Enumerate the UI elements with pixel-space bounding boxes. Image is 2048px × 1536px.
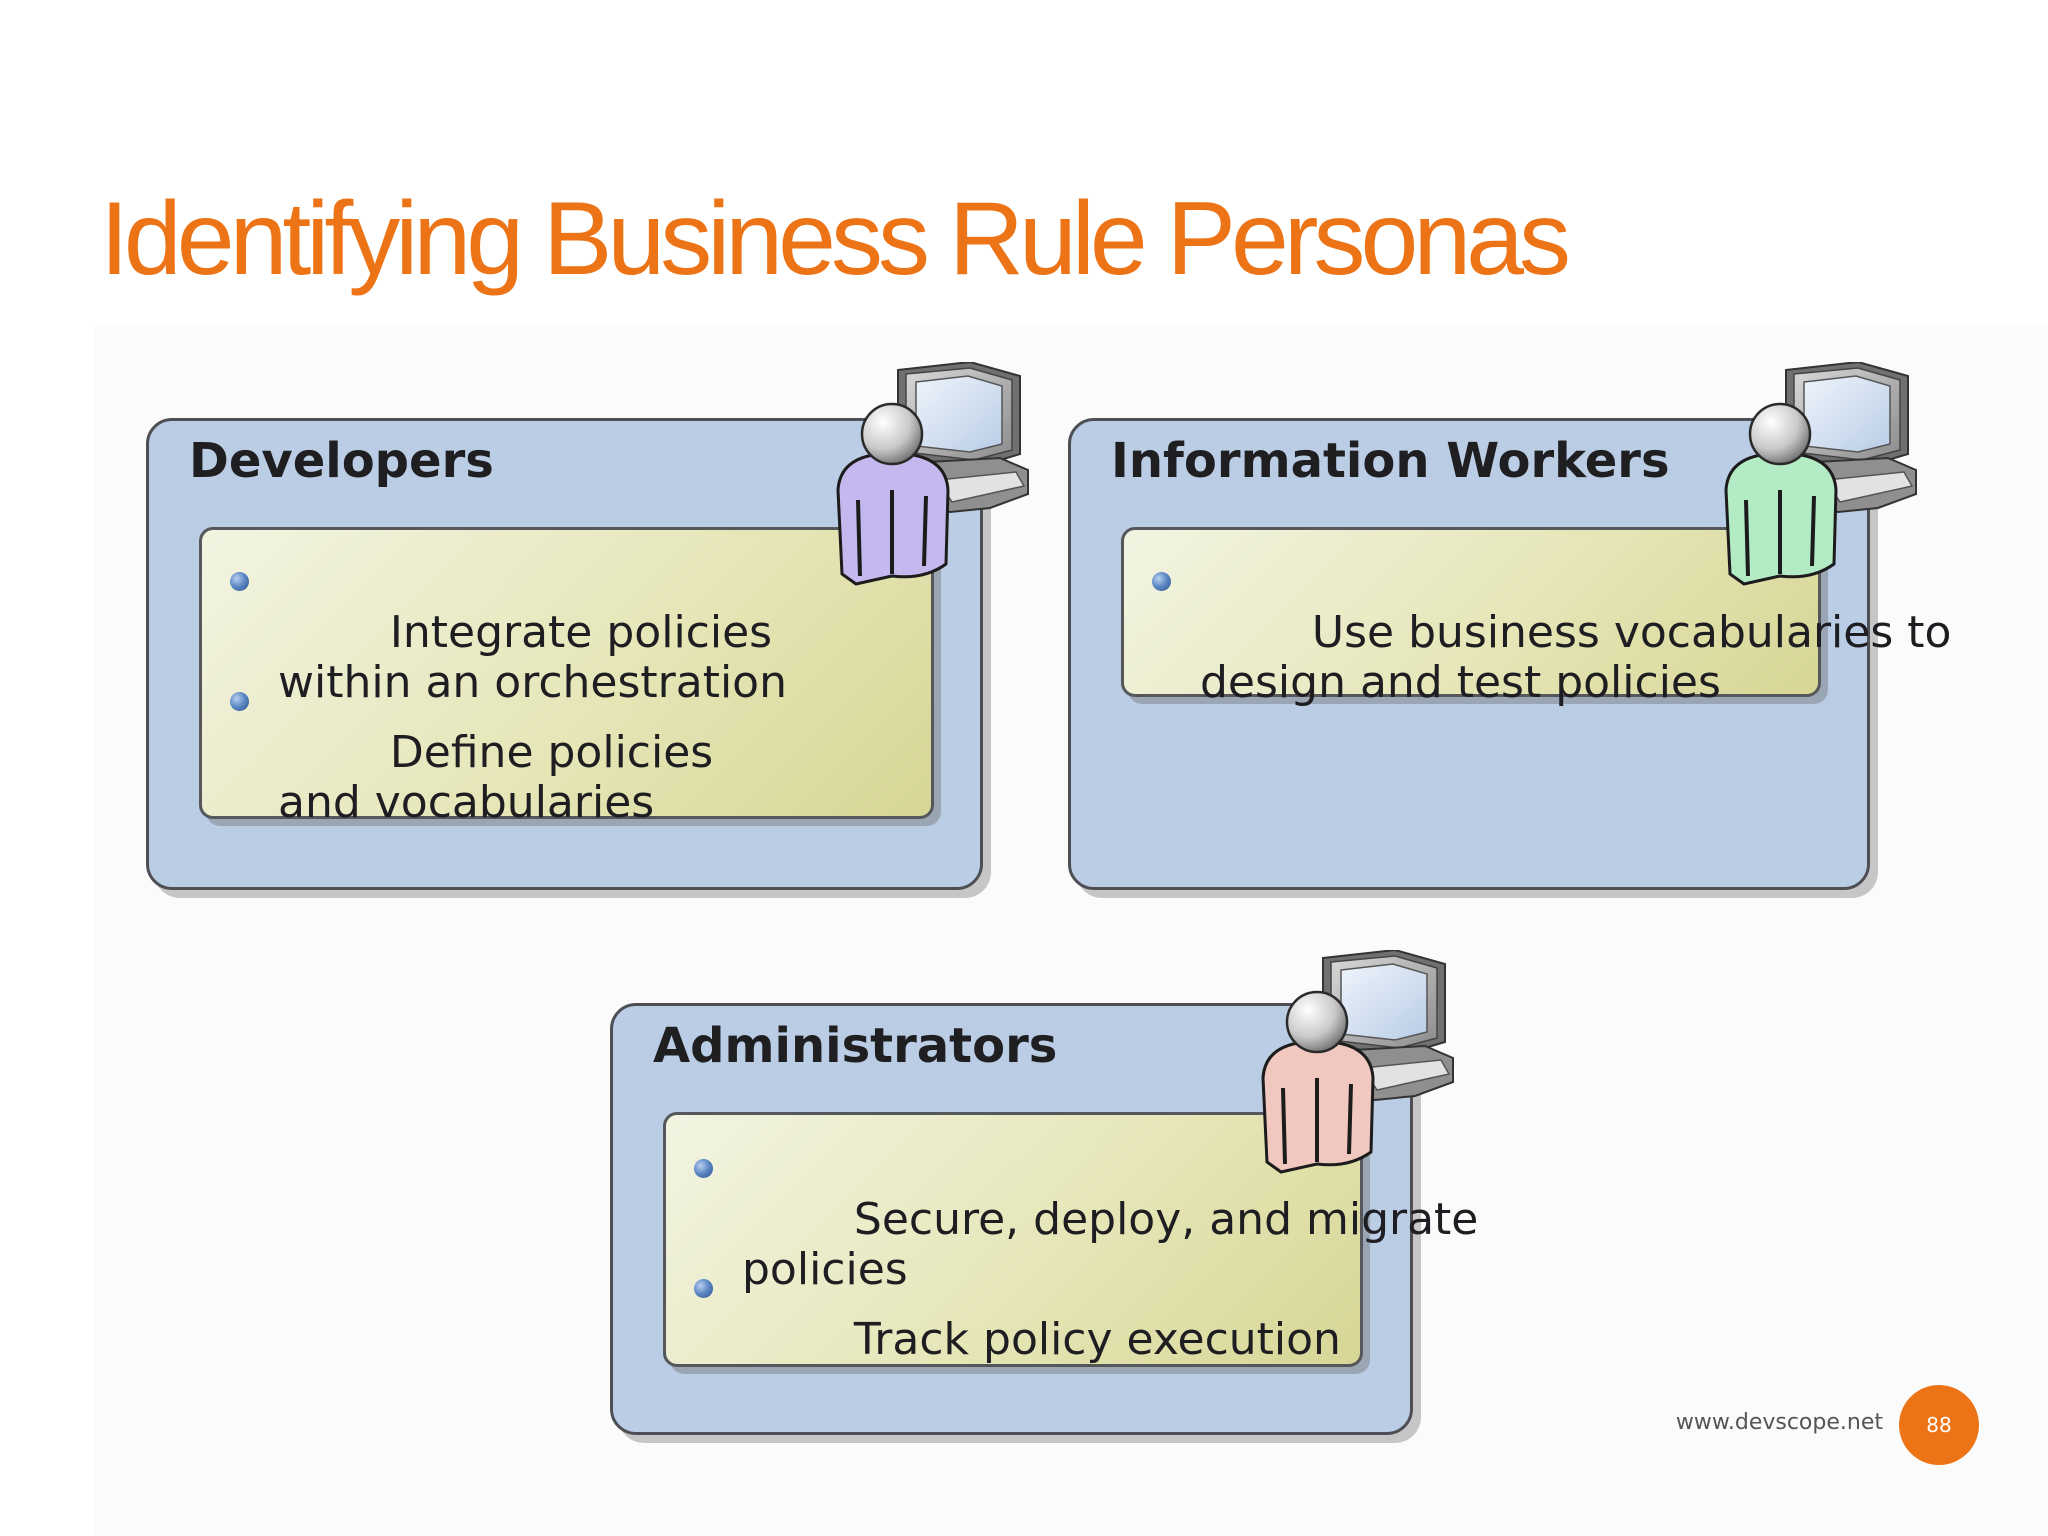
- bullet-text: Define policies and vocabularies: [278, 727, 714, 828]
- persona-at-computer-icon: [836, 362, 1029, 586]
- bullet-text: Use business vocabularies to design and …: [1200, 607, 1952, 708]
- bullet-icon: [1152, 572, 1171, 591]
- persona-at-computer-icon: [1261, 950, 1454, 1174]
- responsibilities-panel: Use business vocabularies to design and …: [1121, 527, 1951, 708]
- persona-title: Administrators: [653, 1018, 1058, 1074]
- bullet-item: Integrate policies within an orchestrati…: [202, 558, 787, 758]
- page-number-badge: 88: [1899, 1385, 1979, 1465]
- bullet-icon: [694, 1279, 713, 1298]
- bullet-icon: [694, 1159, 713, 1178]
- bullet-icon: [230, 692, 249, 711]
- bullet-text: Secure, deploy, and migrate policies: [742, 1194, 1479, 1295]
- bullet-icon: [230, 572, 249, 591]
- bullet-text: Integrate policies within an orchestrati…: [278, 607, 787, 708]
- bullet-text: Track policy execution: [853, 1314, 1341, 1365]
- bullet-item: Use business vocabularies to design and …: [1124, 558, 1951, 758]
- slide-title: Identifying Business Rule Personas: [100, 181, 1571, 297]
- footer-url: www.devscope.net: [1675, 1410, 1883, 1435]
- bullet-item: Secure, deploy, and migrate policies: [666, 1145, 1478, 1345]
- persona-box-administrators: Administrators Secure, deploy, and migra…: [610, 1003, 1478, 1435]
- bullet-item: Track policy execution: [666, 1265, 1341, 1415]
- bullet-item: Define policies and vocabularies: [202, 678, 713, 878]
- persona-box-information-workers: Information Workers Use business vocabul…: [1068, 418, 1951, 890]
- responsibilities-panel: Secure, deploy, and migrate policies Tra…: [663, 1112, 1478, 1367]
- responsibilities-panel: Integrate policies within an orchestrati…: [199, 527, 934, 828]
- persona-title: Information Workers: [1111, 433, 1670, 489]
- persona-title: Developers: [189, 433, 494, 489]
- page-number: 88: [1926, 1413, 1952, 1437]
- persona-at-computer-icon: [1724, 362, 1917, 586]
